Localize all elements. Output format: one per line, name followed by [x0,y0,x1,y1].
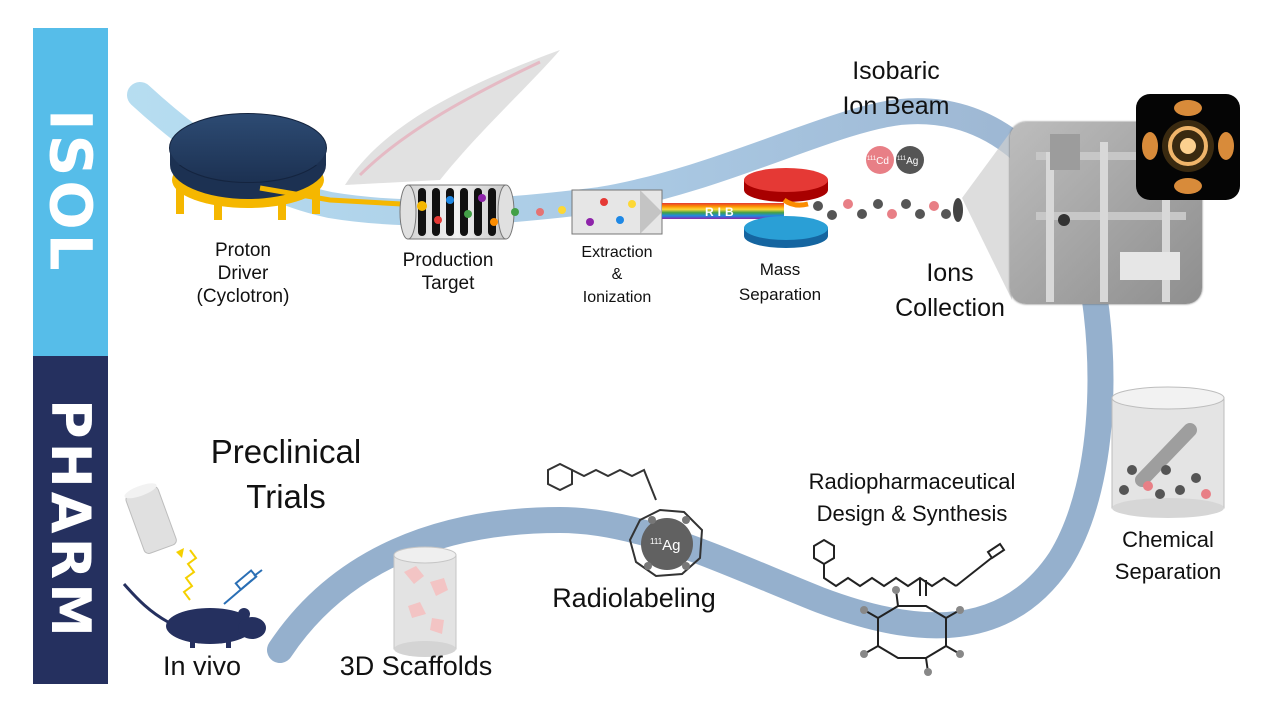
gamma-ray-icon [182,549,198,601]
pharm-tube [267,217,1114,663]
isol-label: ISOL [36,109,105,275]
separation-vessel-icon [1111,386,1225,518]
svg-text:111Cd: 111Cd [867,156,889,167]
rib-beam [662,203,784,219]
radiopharmaceutical-molecule-icon [813,538,1006,673]
ag-complex-icon [547,462,704,578]
svg-text:111Ag: 111Ag [897,156,918,167]
target-spray [345,50,560,185]
vial-icon [124,483,177,554]
ions-collection-label: Ions Collection [895,259,1005,322]
mouse-icon [122,583,266,648]
isobaric-beam-label: Isobaric Ion Beam [842,57,950,120]
proton-beam [259,185,421,208]
production-target-icon [399,184,515,240]
rib-label: RIB [705,205,738,219]
ion-source-icon [571,189,663,235]
radiolabeling-label: Radiolabeling [552,583,716,613]
ion-source-photo [1136,94,1240,200]
svg-text:111Ag: 111Ag [650,537,681,554]
ag-ion-icon [896,146,924,174]
pharm-label: PHARM [39,399,102,641]
preclinical-label: Preclinical Trials [210,433,362,515]
ion-stream [813,199,951,220]
extraction-label: Extraction & Ionization [581,244,653,306]
cd-ion-icon [866,146,894,174]
in-vivo-label: In vivo [162,651,242,681]
radiopharm-design-label: Radiopharmaceutical Design & Synthesis [808,469,1016,526]
scaffolds-label: 3D Scaffolds [339,651,493,681]
isol-band: ISOL [33,28,108,356]
cyclotron-icon [169,113,327,220]
scaffold-icon [393,546,457,657]
mass-separation-label: Mass Separation [738,260,822,304]
production-target-label: Production Target [402,250,494,294]
pharm-band: PHARM [33,356,108,684]
mass-separator-icon [744,168,828,248]
collection-station-photo [1010,122,1202,304]
collector-icon [953,198,963,222]
chemical-separation-label: Chemical Separation [1114,527,1222,584]
syringe-icon [223,569,263,605]
proton-driver-label: Proton Driver (Cyclotron) [196,240,290,307]
